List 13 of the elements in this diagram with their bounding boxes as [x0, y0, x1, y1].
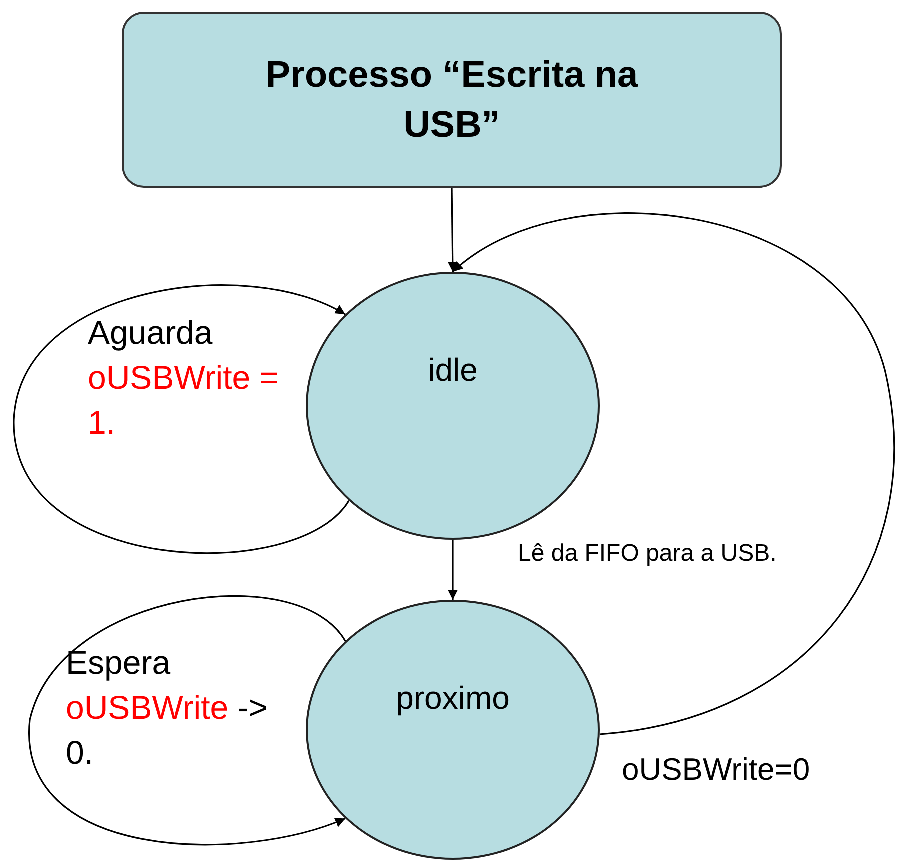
edge-label: oUSBWrite=0	[622, 751, 812, 789]
edge-label: Aguarda oUSBWrite = 1.	[88, 313, 280, 443]
node-label: proximo	[396, 680, 510, 716]
node-label: idle	[428, 352, 478, 388]
edge-label: Espera oUSBWrite -> 0.	[66, 643, 270, 773]
transition-arrow	[452, 213, 895, 736]
transition-arrow	[448, 188, 458, 272]
node-label: Processo “Escrita na USB”	[264, 53, 640, 147]
self-loop-arrow	[13, 284, 350, 554]
transition-arrow	[448, 540, 458, 600]
process-box	[122, 12, 782, 188]
edge-label: Lê da FIFO para a USB.	[518, 539, 778, 569]
self-loop-arrow	[29, 596, 346, 846]
